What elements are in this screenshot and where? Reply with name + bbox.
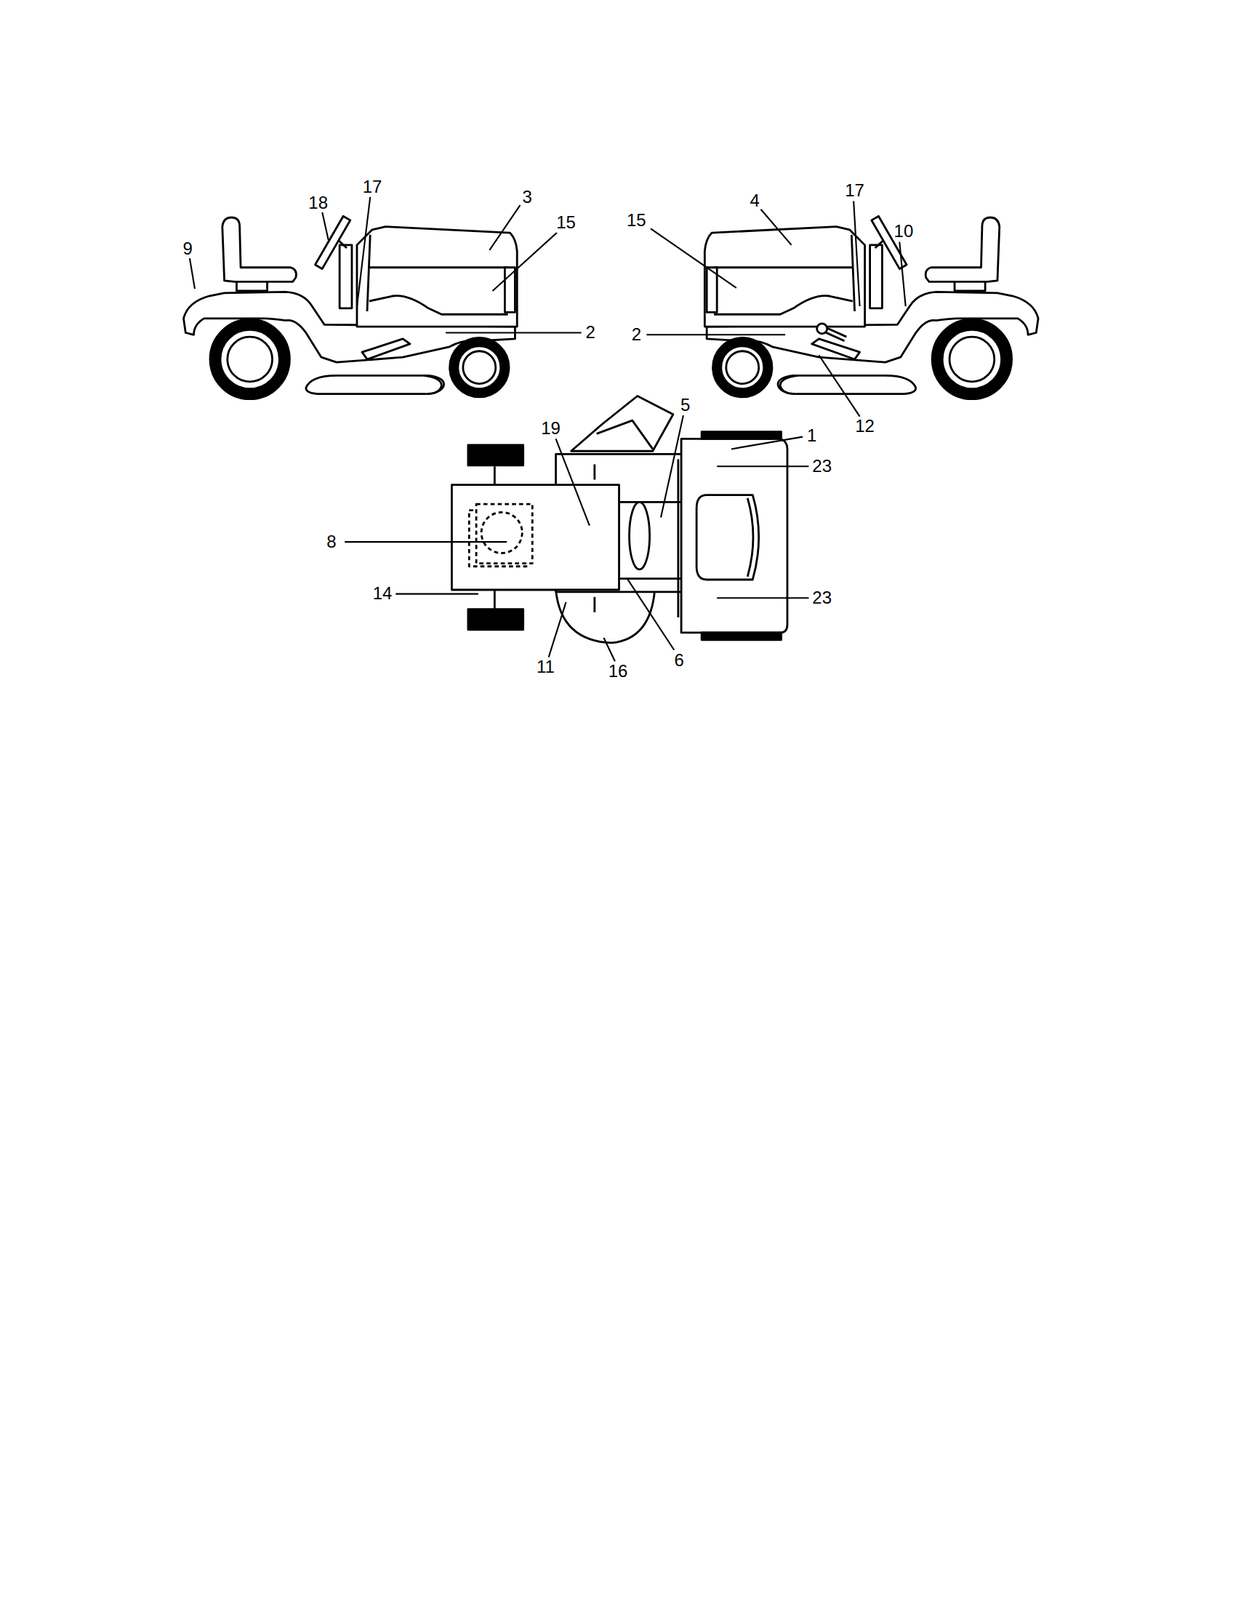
callout-number: 6	[673, 651, 685, 669]
callout-number: 18	[307, 194, 329, 212]
callout-number: 2	[631, 325, 642, 344]
callout-number: 14	[372, 584, 394, 602]
callout-number: 5	[679, 396, 691, 414]
callout-number: 10	[893, 222, 915, 240]
callout-number: 3	[521, 188, 533, 206]
callout-number: 16	[607, 662, 629, 680]
callout-number: 9	[181, 239, 193, 258]
callout-number: 17	[362, 178, 384, 196]
callout-number: 23	[811, 588, 833, 607]
callout-number: 2	[585, 323, 597, 341]
callout-number: 4	[748, 191, 760, 210]
callout-number: 11	[535, 657, 556, 676]
callout-number: 12	[854, 417, 876, 435]
callout-number: 15	[625, 211, 648, 230]
callout-number: 17	[844, 181, 866, 200]
callout-number: 1	[806, 426, 818, 445]
callout-number: 8	[325, 532, 337, 551]
callout-number: 19	[540, 419, 562, 437]
callout-number: 23	[811, 457, 833, 475]
callout-number: 15	[555, 213, 577, 232]
